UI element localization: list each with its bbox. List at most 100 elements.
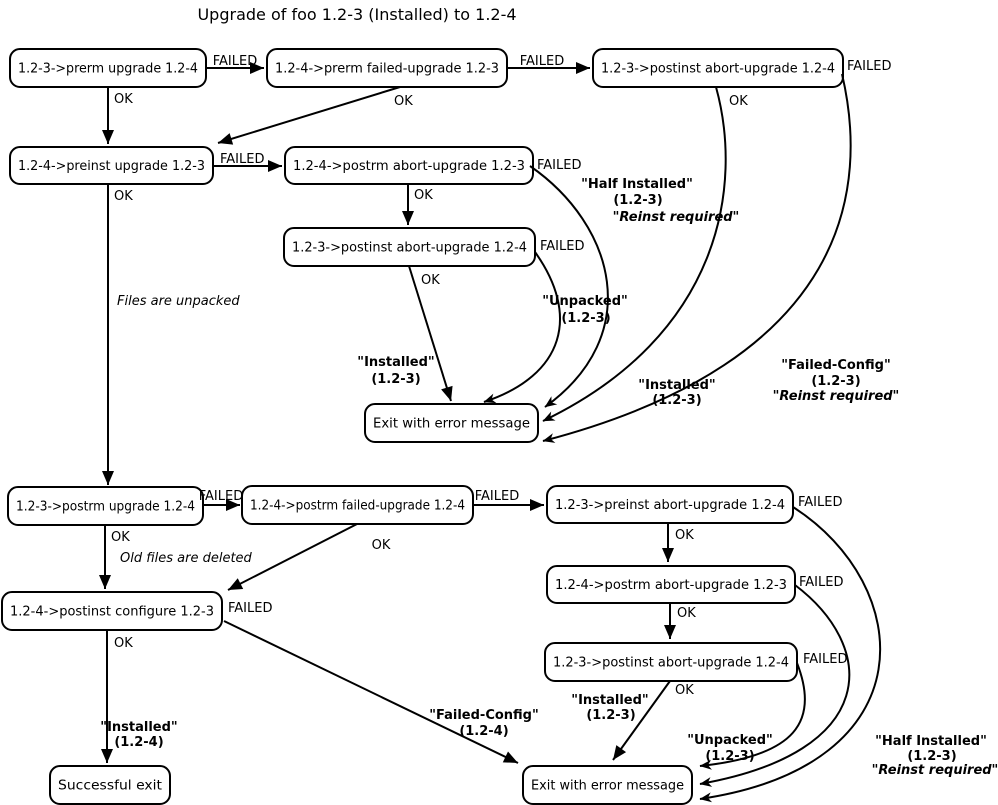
flow-edge-prerm-ok: OK: [102, 87, 133, 144]
edge-label: OK: [421, 273, 440, 288]
state-label-line: "Half Installed": [581, 177, 693, 192]
flow-node-postrm-failed-upgrade: 1.2-4->postrm failed-upgrade 1.2-4: [241, 485, 474, 525]
state-label-line: "Reinst required": [872, 763, 998, 778]
edge-label: OK: [414, 188, 433, 203]
flow-edge-postinstabort3-failed: FAILED: [699, 652, 847, 770]
node-label: 1.2-3->postinst abort-upgrade 1.2-4: [292, 241, 527, 256]
node-label: 1.2-3->postinst abort-upgrade 1.2-4: [601, 62, 835, 77]
state-label-line: "Unpacked": [687, 733, 773, 748]
edge-label: FAILED: [537, 158, 581, 173]
edge-label: FAILED: [520, 54, 564, 69]
state-label-line: (1.2-3): [586, 708, 635, 723]
flow-edge-prermfail-ok: OK: [217, 86, 413, 145]
edge-line: [612, 680, 671, 761]
state-label-line: (1.2-4): [459, 724, 508, 739]
edge-label: FAILED: [799, 575, 843, 590]
state-label-line: (1.2-3): [371, 372, 420, 387]
note-files-unpacked: Files are unpacked: [117, 294, 240, 309]
flow-edge-postrmfail-failed: FAILED: [473, 489, 544, 511]
state-label-line: (1.2-3): [811, 374, 860, 389]
state-label-line: (1.2-3): [705, 749, 754, 764]
node-label: 1.2-4->postrm abort-upgrade 1.2-3: [293, 159, 525, 174]
flow-node-preinst-upgrade: 1.2-4->preinst upgrade 1.2-3: [9, 146, 214, 185]
flow-edge-postrmabort2-failed: FAILED: [699, 575, 851, 787]
node-label: 1.2-4->prerm failed-upgrade 1.2-3: [275, 62, 499, 77]
node-box: [364, 403, 539, 443]
edge-label: FAILED: [540, 239, 584, 254]
state-label-installed-mid-left: "Installed" (1.2-3): [357, 355, 434, 387]
edge-line: [699, 506, 882, 803]
flow-edge-postinstabort1-failed: FAILED: [542, 59, 891, 443]
node-label: 1.2-3->postinst abort-upgrade 1.2-4: [553, 656, 789, 671]
flow-edge-postrmfail-ok: OK: [227, 523, 391, 591]
flow-edge-preinstabort-failed: FAILED: [699, 495, 882, 803]
edge-label: OK: [114, 92, 133, 107]
node-box: [544, 642, 798, 682]
node-box: [592, 48, 844, 88]
state-label-line: "Installed": [571, 693, 648, 708]
edge-label: FAILED: [220, 152, 264, 167]
flow-node-postrm-abort-upgrade-top: 1.2-4->postrm abort-upgrade 1.2-3: [284, 146, 534, 185]
edge-label: FAILED: [798, 495, 842, 510]
flow-node-postrm-upgrade: 1.2-3->postrm upgrade 1.2-4: [7, 486, 204, 526]
flow-edge-postinstconf-ok: OK: [101, 630, 133, 763]
state-label-line: "Installed": [357, 355, 434, 370]
flow-edge-preinst-ok: OK: [102, 184, 133, 485]
edge-line: [529, 165, 609, 408]
diagram-title: Upgrade of foo 1.2-3 (Installed) to 1.2-…: [197, 5, 516, 24]
edge-label: OK: [729, 94, 748, 109]
flow-edge-postinstabort1-ok: OK: [542, 86, 748, 422]
edge-label: FAILED: [199, 489, 243, 504]
edge-line: [542, 86, 727, 422]
flow-node-postinst-abort-upgrade-mid: 1.2-3->postinst abort-upgrade 1.2-4: [283, 227, 536, 267]
edge-label: OK: [114, 636, 133, 651]
state-label-unpacked-top: "Unpacked" (1.2-3): [542, 294, 628, 326]
state-label-installed-mid-right: "Installed"(1.2-3): [638, 378, 715, 408]
flow-edge-postrm-failed: FAILED: [199, 489, 243, 511]
state-label-failed-config-top: "Failed-Config"(1.2-3)"Reinst required": [773, 358, 900, 404]
state-label-installed-bottom-mid: "Installed"(1.2-3): [571, 693, 648, 723]
flow-node-successful-exit: Successful exit: [49, 765, 171, 805]
state-label-line: "Half Installed": [875, 734, 987, 749]
flow-node-postrm-abort-upgrade-bot: 1.2-4->postrm abort-upgrade 1.2-3: [546, 565, 796, 604]
edge-label: FAILED: [475, 489, 519, 504]
state-label-line: (1.2-3): [907, 749, 956, 764]
edge-line: [408, 265, 453, 402]
node-label: 1.2-4->postinst configure 1.2-3: [10, 605, 214, 620]
flow-node-postinst-abort-upgrade-bot: 1.2-3->postinst abort-upgrade 1.2-4: [544, 642, 798, 682]
node-label: 1.2-3->prerm upgrade 1.2-4: [18, 62, 198, 77]
edge-line: [217, 86, 401, 145]
flow-node-prerm-failed-upgrade: 1.2-4->prerm failed-upgrade 1.2-3: [266, 48, 508, 88]
node-label: 1.2-3->preinst abort-upgrade 1.2-4: [555, 498, 785, 513]
edge-label: OK: [114, 189, 133, 204]
flow-edge-postinstabort2-failed: FAILED: [483, 239, 584, 404]
edge-line: [542, 73, 852, 443]
edge-label: FAILED: [803, 652, 847, 667]
state-label-installed-bottom-left: "Installed"(1.2-4): [100, 720, 177, 750]
flow-node-exit-error-bottom: Exit with error message: [522, 765, 693, 805]
state-label-line: "Reinst required": [773, 389, 900, 404]
edge-line: [227, 523, 358, 591]
node-box: [49, 765, 171, 805]
node-label: 1.2-4->preinst upgrade 1.2-3: [18, 159, 205, 174]
edge-label: OK: [111, 530, 130, 545]
edge-label: FAILED: [228, 601, 272, 616]
flow-node-exit-error-top: Exit with error message: [364, 403, 539, 443]
state-label-line: "Installed": [100, 720, 177, 735]
node-label: Exit with error message: [373, 417, 530, 432]
node-box: [546, 485, 794, 524]
flow-node-postinst-abort-upgrade-top: 1.2-3->postinst abort-upgrade 1.2-4: [592, 48, 844, 88]
flow-edge-postrmabort1-failed: FAILED: [529, 158, 609, 408]
edge-line: [699, 662, 806, 770]
flow-edge-postinstconf-failed: FAILED: [223, 601, 519, 764]
edge-label: OK: [394, 94, 413, 109]
edge-label: FAILED: [847, 59, 891, 74]
flow-edge-postinstabort2-ok: OK: [408, 265, 453, 402]
state-label-line: (1.2-3): [561, 311, 610, 326]
state-label-line: "Installed": [638, 378, 715, 393]
state-label-line: "Unpacked": [542, 294, 628, 309]
flow-edge-postinstabort3-ok: OK: [612, 680, 694, 761]
flow-edge-prermfail-failed: FAILED: [507, 54, 590, 74]
